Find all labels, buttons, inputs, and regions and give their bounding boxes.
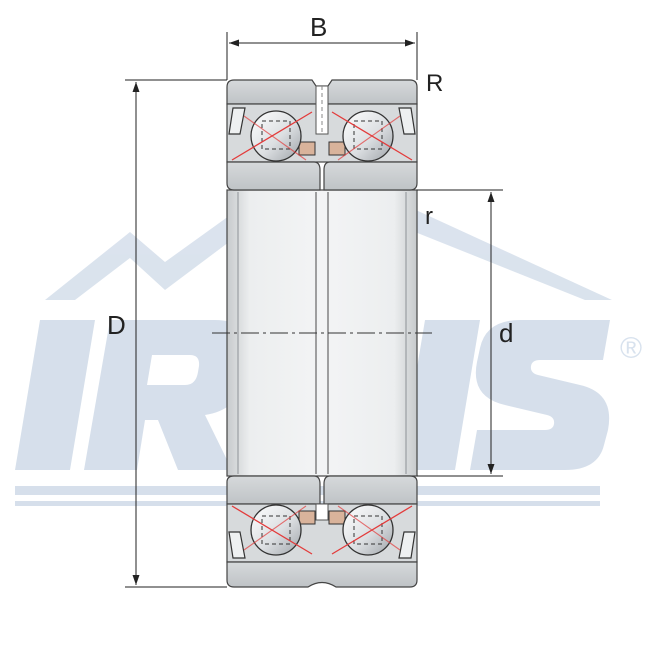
- label-r: r: [425, 203, 433, 230]
- label-d: d: [499, 318, 513, 348]
- registered-mark: ®: [620, 332, 642, 365]
- label-B: B: [310, 12, 327, 42]
- dimension-d: [417, 189, 503, 477]
- top-section: [226, 79, 418, 191]
- dimension-D: [125, 79, 227, 588]
- bottom-section: [226, 475, 418, 588]
- dimension-B: [226, 32, 418, 80]
- label-R: R: [426, 70, 443, 97]
- label-D: D: [107, 310, 126, 340]
